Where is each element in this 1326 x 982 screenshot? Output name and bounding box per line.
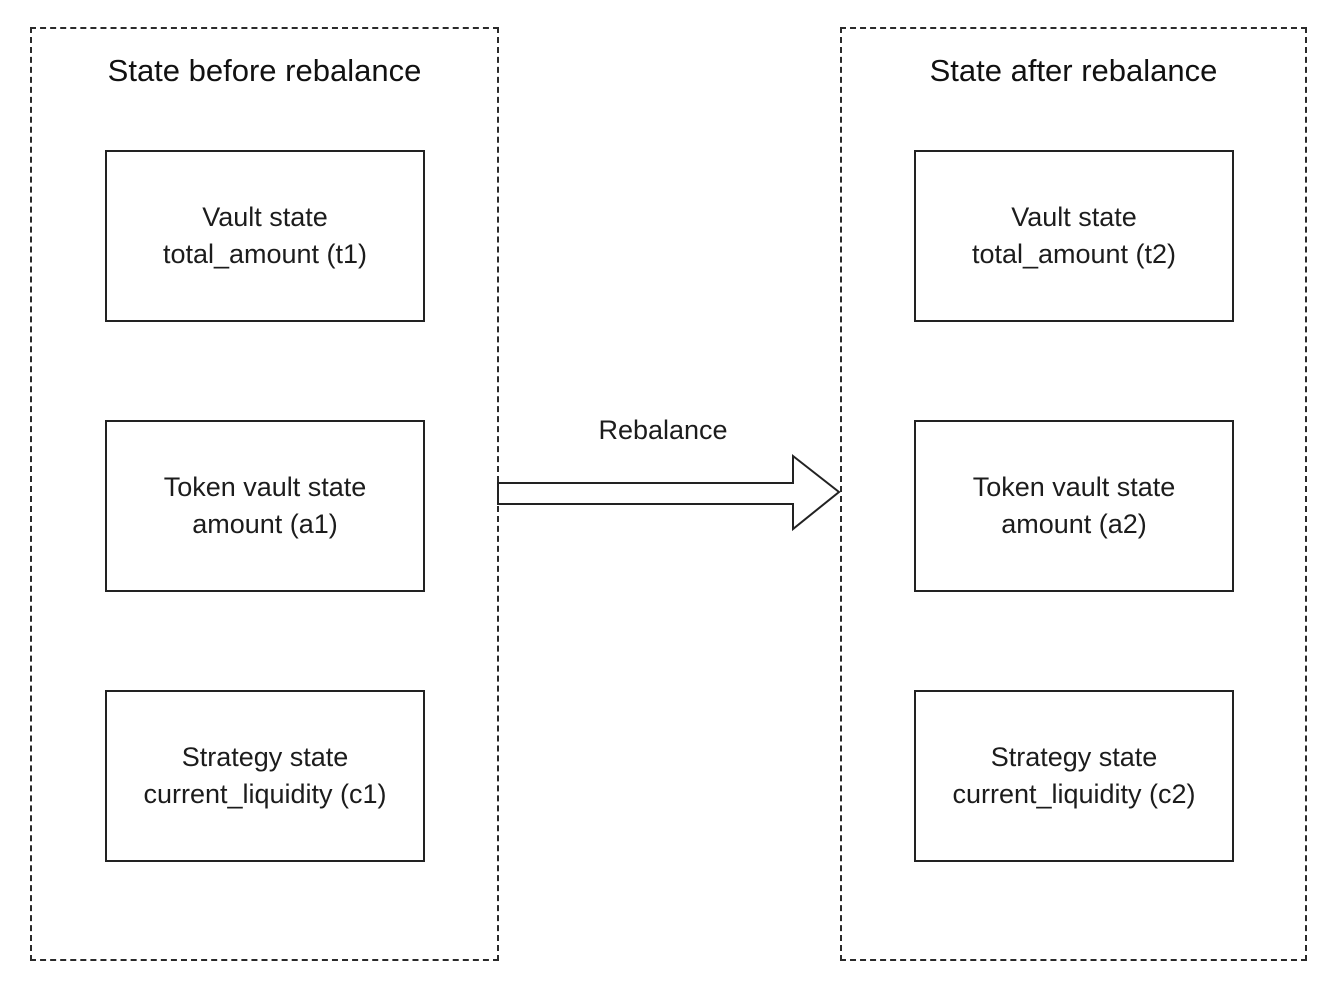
rebalance-arrow-icon — [497, 453, 841, 532]
rebalance-label: Rebalance — [598, 415, 728, 445]
strategy-state-label: Strategy state — [990, 742, 1158, 772]
strategy-state-box-after: Strategy state current_liquidity (c2) — [914, 690, 1234, 862]
vault-state-label: Vault state — [202, 202, 328, 232]
vault-state-box-after: Vault state total_amount (t2) — [914, 150, 1234, 322]
token-vault-state-box-before: Token vault state amount (a1) — [105, 420, 425, 592]
total-amount-label: total_amount (t1) — [162, 239, 368, 269]
amount-label: amount (a1) — [192, 509, 338, 539]
state-after-group: State after rebalance Vault state total_… — [840, 27, 1307, 961]
vault-state-label: Vault state — [1011, 202, 1137, 232]
vault-state-box-before: Vault state total_amount (t1) — [105, 150, 425, 322]
strategy-state-label: Strategy state — [181, 742, 349, 772]
current-liquidity-label: current_liquidity (c2) — [952, 779, 1196, 809]
state-before-title: State before rebalance — [107, 53, 422, 88]
total-amount-label: total_amount (t2) — [971, 239, 1177, 269]
strategy-state-box-before: Strategy state current_liquidity (c1) — [105, 690, 425, 862]
token-vault-state-label: Token vault state — [163, 472, 367, 502]
token-vault-state-box-after: Token vault state amount (a2) — [914, 420, 1234, 592]
current-liquidity-label: current_liquidity (c1) — [143, 779, 387, 809]
token-vault-state-label: Token vault state — [972, 472, 1176, 502]
state-after-title: State after rebalance — [929, 53, 1218, 88]
state-before-group: State before rebalance Vault state total… — [30, 27, 499, 961]
amount-label: amount (a2) — [1001, 509, 1147, 539]
